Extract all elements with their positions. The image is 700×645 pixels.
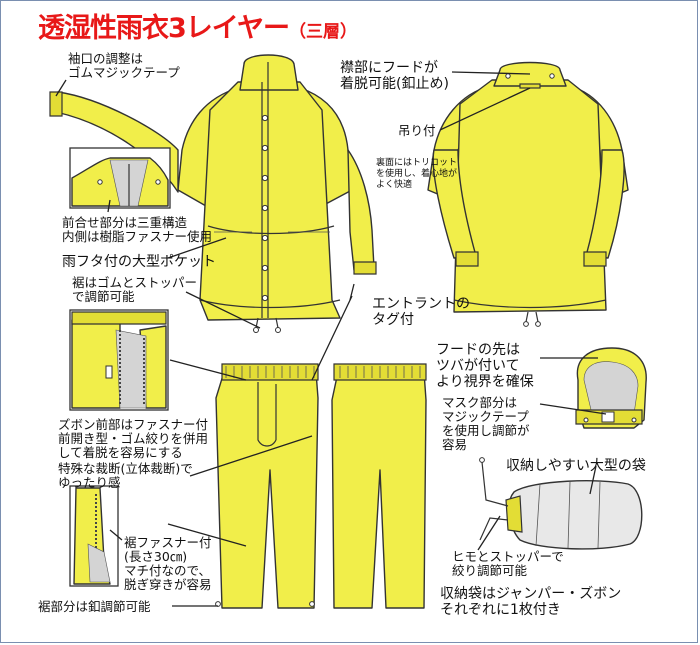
label-cut: 特殊な裁断(立体裁断)で ゆったり感: [58, 461, 193, 490]
storage-bag: [479, 457, 643, 550]
pants-zipper-inset: [69, 309, 169, 411]
label-tricot: 裏面にはトリコット を使用し、着心地が よく快適: [376, 158, 458, 190]
label-pocket: 雨フタ付の大型ポケット: [62, 254, 216, 270]
page-title: 透湿性雨衣3レイヤー（三層）: [38, 6, 357, 45]
label-bag-note: 収納袋はジャンパー・ズボン それぞれに1枚付き: [440, 586, 622, 618]
label-hem: 裾はゴムとストッパー で調節可能: [72, 275, 198, 304]
label-entrant-tag: エントラントの タグ付: [372, 296, 470, 328]
title-main: 透湿性雨衣3レイヤー: [38, 13, 290, 44]
label-hanger: 吊り付: [398, 123, 436, 138]
pants-back: [331, 363, 427, 609]
label-hood-detach: 襟部にフードが 着脱可能(釦止め): [340, 60, 449, 92]
pants-front: [215, 363, 319, 609]
title-sub: （三層）: [288, 22, 357, 42]
pants-leg-inset: [69, 485, 119, 587]
jacket-collar-inset: [69, 147, 171, 209]
label-front-closure: 前合せ部分は三重構造 内側は樹脂ファスナー使用: [62, 215, 213, 244]
label-hood-visor: フードの先は ツバが付いて より視界を確保: [436, 342, 534, 390]
label-sleeve-cuff: 袖口の調整は ゴムマジックテープ: [68, 51, 180, 80]
jacket-back: [427, 61, 629, 327]
label-bag: 収納しやすい大型の袋: [506, 458, 646, 474]
jacket-front: [49, 54, 377, 333]
hood: [575, 347, 647, 429]
label-hem-zipper: 裾ファスナー付 (長さ30㎝) マチ付なので、 脱ぎ穿きが容易: [124, 535, 212, 592]
pointer-lines: [55, 71, 607, 607]
label-mask: マスク部分は マジックテープ を使用し調節が 容易: [442, 395, 530, 452]
label-pants-hem: 裾部分は釦調節可能: [38, 599, 151, 614]
label-pants-front: ズボン前部はファスナー付 前開き型・ゴム絞りを併用 して着脱を容易にする: [58, 417, 209, 460]
label-cord: ヒモとストッパーで 絞り調節可能: [452, 549, 564, 578]
